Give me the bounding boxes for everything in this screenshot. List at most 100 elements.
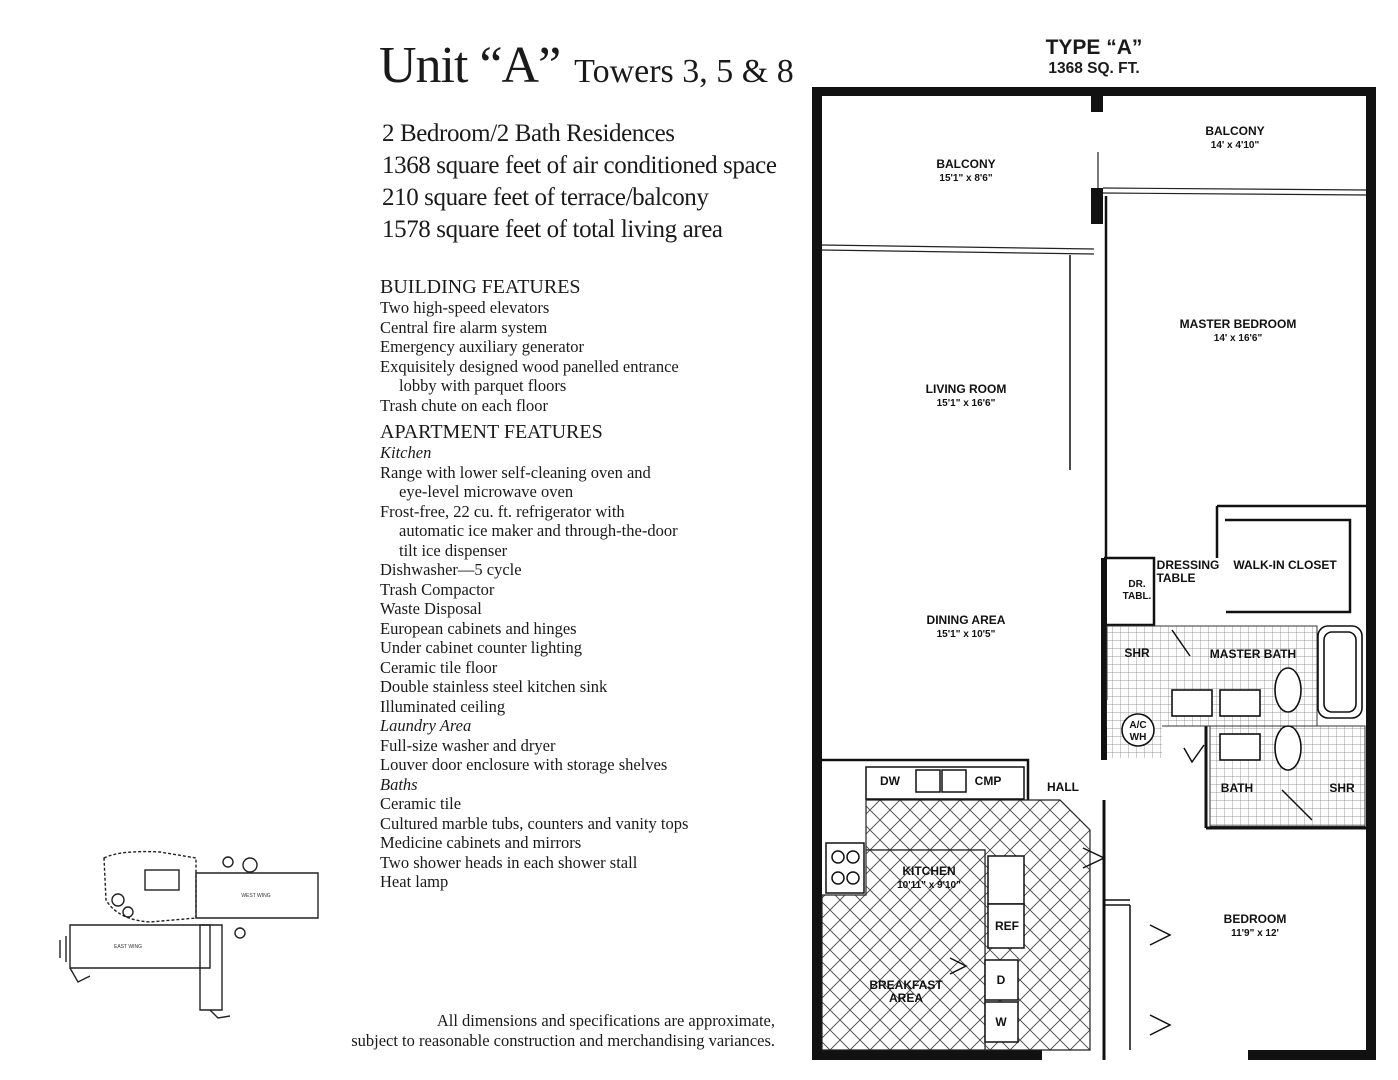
feature-item: eye-level microwave oven bbox=[399, 482, 574, 501]
feature-item: Exquisitely designed wood panelled entra… bbox=[380, 356, 679, 376]
bedroom-label: BEDROOM bbox=[1224, 912, 1287, 926]
closet-door bbox=[1149, 1014, 1172, 1036]
balcony-left-dim: 15'1" x 8'6" bbox=[939, 173, 992, 184]
closet-wall bbox=[1104, 899, 1130, 906]
balcony-left-rail bbox=[821, 249, 1095, 255]
hall-label: HALL bbox=[1047, 780, 1079, 794]
closet-door bbox=[1149, 924, 1172, 946]
tree-icon bbox=[222, 856, 234, 868]
feature-item: Two high-speed elevators bbox=[380, 298, 550, 317]
breakfast-label: BREAKFAST bbox=[869, 978, 943, 992]
dryer-label: D bbox=[997, 973, 1006, 987]
balcony-right-label: BALCONY bbox=[1205, 124, 1264, 138]
sink-basin bbox=[915, 769, 941, 793]
laundry-heading: Laundry Area bbox=[380, 716, 472, 735]
feature-item: Medicine cabinets and mirrors bbox=[380, 833, 582, 852]
master-bedroom-dim: 14' x 16'6" bbox=[1214, 333, 1263, 344]
west-wing-label: WEST WING bbox=[241, 893, 270, 899]
wall-left bbox=[812, 87, 822, 1060]
feature-item: Louver door enclosure with storage shelv… bbox=[380, 755, 668, 774]
summary-line: 2 Bedroom/2 Bath Residences bbox=[382, 120, 675, 147]
west-wing-outline bbox=[195, 872, 319, 919]
master-bedroom-label: MASTER BEDROOM bbox=[1180, 317, 1297, 331]
feature-item: Emergency auxiliary generator bbox=[380, 337, 585, 356]
garden-outline bbox=[103, 850, 197, 923]
master-bath-label: MASTER BATH bbox=[1210, 647, 1296, 661]
burner-icon bbox=[846, 850, 860, 864]
feature-item: lobby with parquet floors bbox=[399, 376, 567, 395]
breakfast-area-label: AREA bbox=[889, 991, 923, 1005]
balcony-left-label: BALCONY bbox=[936, 157, 995, 171]
disclaimer-line: All dimensions and specifications are ap… bbox=[436, 1011, 775, 1030]
kitchen-dim: 10'11" x 9'10" bbox=[897, 880, 961, 891]
towers-label: Towers 3, 5 & 8 bbox=[574, 53, 794, 90]
refrigerator bbox=[987, 903, 1025, 949]
tree-icon bbox=[122, 906, 134, 918]
dining-area-label: DINING AREA bbox=[927, 613, 1006, 627]
features-list: BUILDING FEATURES Two high-speed elevato… bbox=[380, 274, 688, 892]
balcony-right-rail bbox=[1102, 187, 1367, 191]
washer-label: W bbox=[995, 1015, 1007, 1029]
path-marks bbox=[69, 967, 91, 983]
type-label: TYPE “A” 1368 SQ. FT. bbox=[1030, 36, 1158, 78]
toilet bbox=[1274, 667, 1302, 713]
balcony-right-rail bbox=[1102, 192, 1367, 196]
kitchen-label: KITCHEN bbox=[902, 864, 955, 878]
washer bbox=[984, 1001, 1019, 1043]
burner-icon bbox=[831, 871, 845, 885]
feature-item: Frost-free, 22 cu. ft. refrigerator with bbox=[380, 501, 625, 521]
east-wing-label: EAST WING bbox=[114, 944, 142, 950]
feature-item: European cabinets and hinges bbox=[380, 618, 577, 638]
feature-item: Cultured marble tubs, counters and vanit… bbox=[380, 813, 689, 833]
balcony-right-dim: 14' x 4'10" bbox=[1211, 140, 1260, 151]
burner-icon bbox=[831, 850, 845, 864]
sink-basin bbox=[941, 769, 967, 793]
bath-door bbox=[1183, 744, 1205, 764]
summary-line: 1368 square feet of air conditioned spac… bbox=[382, 152, 777, 179]
tree-icon bbox=[242, 857, 258, 873]
baths-heading: Baths bbox=[380, 774, 418, 794]
connector-outline bbox=[199, 924, 223, 1011]
wall-bottom-left bbox=[812, 1050, 1042, 1060]
bedroom-dim: 11'9" x 12' bbox=[1231, 928, 1279, 939]
sink-right bbox=[1219, 689, 1261, 717]
feature-item: Full-size washer and dryer bbox=[380, 735, 556, 755]
tabl-label: TABL. bbox=[1123, 591, 1152, 602]
wall-stub bbox=[1091, 90, 1103, 112]
table-label: TABLE bbox=[1156, 571, 1195, 585]
living-room-dim: 15'1" x 16'6" bbox=[937, 398, 996, 409]
feature-item: Illuminated ceiling bbox=[380, 696, 506, 716]
feature-item: Trash chute on each floor bbox=[380, 395, 549, 415]
bath-label: BATH bbox=[1221, 781, 1253, 795]
unit-summary: 2 Bedroom/2 Bath Residences 1368 square … bbox=[382, 118, 777, 246]
summary-line: 210 square feet of terrace/balcony bbox=[382, 184, 709, 211]
master-bath-door bbox=[1171, 629, 1191, 657]
bath-sink bbox=[1219, 733, 1261, 761]
wall-column bbox=[1091, 188, 1103, 224]
dryer bbox=[984, 959, 1019, 1001]
wall-right bbox=[1366, 87, 1376, 1060]
feature-item: Double stainless steel kitchen sink bbox=[380, 677, 608, 696]
wall-top bbox=[812, 87, 1368, 96]
counter-block bbox=[987, 855, 1025, 905]
feature-item: Two shower heads in each shower stall bbox=[380, 852, 638, 872]
feature-item: Central fire alarm system bbox=[380, 317, 548, 337]
dressing-label: DRESSING bbox=[1157, 558, 1220, 572]
kitchen-top-wall bbox=[822, 758, 1030, 800]
pool-outline bbox=[144, 869, 180, 891]
breakfast-floor bbox=[821, 849, 986, 1051]
walk-in-closet-label: WALK-IN CLOSET bbox=[1233, 558, 1337, 572]
kitchen-heading: Kitchen bbox=[380, 443, 432, 462]
feature-item: automatic ice maker and through-the-door bbox=[399, 521, 678, 540]
feature-item: tilt ice dispenser bbox=[399, 540, 508, 560]
apartment-features-heading: APARTMENT FEATURES bbox=[380, 421, 603, 443]
path-marks bbox=[209, 1009, 231, 1019]
burner-icon bbox=[846, 871, 860, 885]
bifold-door bbox=[1082, 847, 1106, 869]
tree-icon bbox=[111, 893, 125, 907]
shower-door bbox=[1281, 789, 1313, 821]
unit-title: Unit “A”Towers 3, 5 & 8 bbox=[379, 36, 794, 95]
balcony-left-rail bbox=[821, 244, 1095, 250]
